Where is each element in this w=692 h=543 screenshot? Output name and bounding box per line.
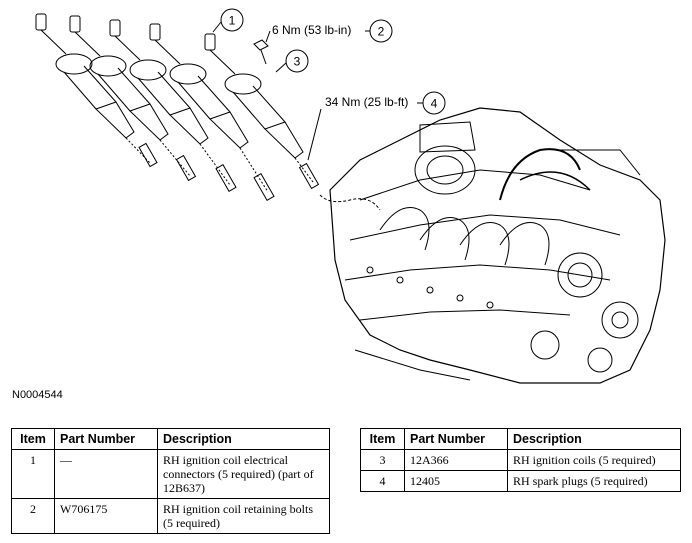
part-number-cell: 12A366 bbox=[404, 449, 508, 471]
coil bbox=[35, 13, 158, 168]
header-item: Item bbox=[11, 428, 55, 450]
callouts: 1 2 3 4 bbox=[212, 8, 446, 161]
item-cell: 4 bbox=[360, 470, 405, 492]
item-cell: 3 bbox=[360, 449, 405, 471]
bolt-drawing bbox=[253, 39, 269, 65]
table-row: 3 12A366 RH ignition coils (5 required) bbox=[360, 449, 681, 471]
callout-3-number: 3 bbox=[294, 55, 301, 69]
item-cell: 2 bbox=[11, 498, 55, 534]
description-cell: RH ignition coils (5 required) bbox=[507, 449, 681, 471]
header-item: Item bbox=[360, 428, 405, 450]
description-cell: RH ignition coil retaining bolts (5 requ… bbox=[157, 498, 330, 534]
item-cell: 1 bbox=[11, 449, 55, 499]
callout-1-number: 1 bbox=[229, 14, 236, 28]
callout-2-label: 6 Nm (53 lb-in) bbox=[272, 23, 352, 37]
header-description: Description bbox=[507, 428, 681, 450]
description-cell: RH spark plugs (5 required) bbox=[507, 470, 681, 492]
callout-2-number: 2 bbox=[378, 25, 385, 39]
callout-4-label: 34 Nm (25 lb-ft) bbox=[325, 95, 409, 109]
table-row: 1 — RH ignition coil electrical connecto… bbox=[11, 449, 330, 499]
callout-4-number: 4 bbox=[431, 97, 438, 111]
header-part-number: Part Number bbox=[404, 428, 508, 450]
coil bbox=[109, 19, 237, 192]
callout-1-circle bbox=[220, 8, 244, 32]
header-description: Description bbox=[157, 428, 330, 450]
engine-drawing bbox=[319, 107, 666, 384]
table-header-row: Item Part Number Description bbox=[360, 428, 681, 450]
table-row: 2 W706175 RH ignition coil retaining bol… bbox=[11, 498, 330, 534]
coil bbox=[149, 23, 275, 201]
parts-table-right: Item Part Number Description 3 12A366 RH… bbox=[360, 428, 681, 492]
description-cell: RH ignition coil electrical connectors (… bbox=[157, 449, 330, 499]
part-number-cell: — bbox=[54, 449, 158, 499]
part-number-cell: W706175 bbox=[54, 498, 158, 534]
figure-id: N0004544 bbox=[12, 389, 63, 401]
exploded-view-illustration: 1 2 3 4 bbox=[35, 8, 666, 384]
coil bbox=[69, 15, 197, 182]
table-row: 4 12405 RH spark plugs (5 required) bbox=[360, 470, 681, 492]
callout-3-circle bbox=[285, 49, 309, 73]
ignition-coils-drawing bbox=[35, 13, 320, 201]
header-part-number: Part Number bbox=[54, 428, 158, 450]
table-header-row: Item Part Number Description bbox=[11, 428, 330, 450]
parts-table-left: Item Part Number Description 1 — RH igni… bbox=[11, 428, 330, 534]
coil bbox=[204, 33, 320, 190]
part-number-cell: 12405 bbox=[404, 470, 508, 492]
